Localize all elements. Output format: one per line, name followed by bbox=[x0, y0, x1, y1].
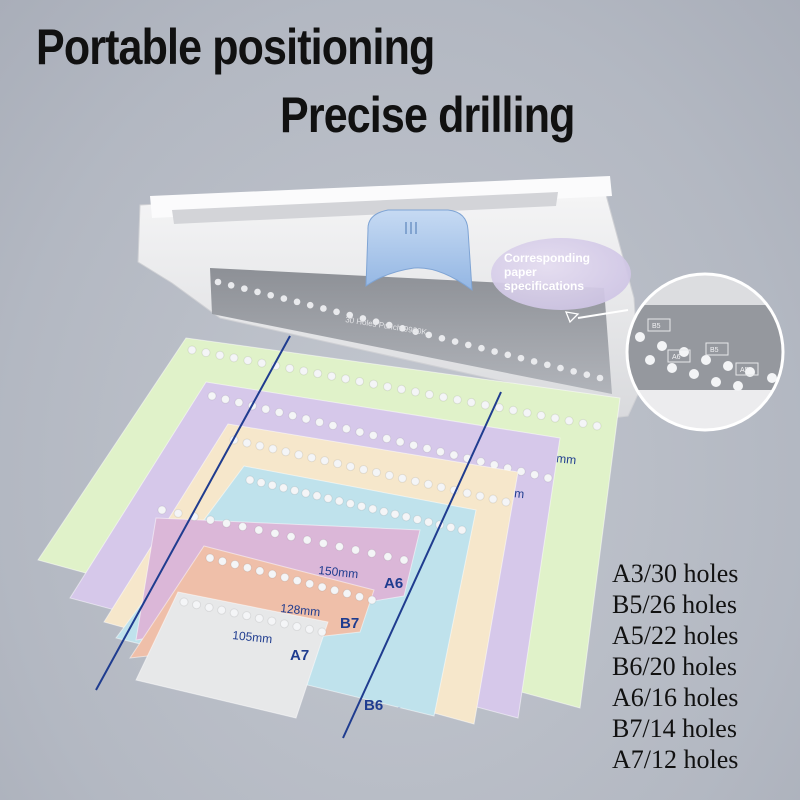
punch-holes bbox=[229, 435, 511, 507]
punch-holes bbox=[179, 597, 327, 637]
spec-item-b7: B7/14 holes bbox=[612, 714, 737, 743]
headline-line-1: Portable positioning bbox=[36, 19, 435, 75]
paper-sheets: 297mmA4257mmB5210mmA5166mmB6150mmA6128mm… bbox=[37, 337, 621, 725]
spec-item-a3: A3/30 holes bbox=[612, 559, 739, 588]
pointer-triangle-icon bbox=[564, 311, 580, 324]
punch-holes bbox=[187, 345, 602, 431]
punch-holes bbox=[205, 553, 377, 605]
sheet-width-label: 105mm bbox=[232, 628, 273, 646]
spec-item-a6: A6/16 holes bbox=[612, 683, 739, 712]
zoom-inset: B5 A6 B5 A5 bbox=[577, 272, 785, 432]
zoom-tag-1: B5 bbox=[652, 323, 661, 330]
hole-guide-plate bbox=[210, 268, 612, 394]
guide-holes bbox=[214, 278, 604, 382]
headline-line-2: Precise drilling bbox=[280, 87, 575, 143]
spec-item-b6: B6/20 holes bbox=[612, 652, 737, 681]
sheet-size-label: B6 bbox=[364, 697, 383, 714]
alignment-line-left bbox=[95, 335, 291, 691]
sheet-size-label: B7 bbox=[340, 615, 359, 632]
sheet-size-label: A6 bbox=[384, 575, 403, 592]
zoom-tag-4: A5 bbox=[740, 367, 749, 374]
slider-icon[interactable] bbox=[365, 209, 473, 292]
callout-line-3: specifications bbox=[504, 279, 584, 293]
spec-item-b5: B5/26 holes bbox=[612, 590, 737, 619]
sheet-size-label: A7 bbox=[290, 647, 309, 664]
spec-item-a5: A5/22 holes bbox=[612, 621, 739, 650]
punch-holes bbox=[157, 505, 409, 565]
alignment-line-right bbox=[342, 391, 502, 739]
callout-line-1: Corresponding bbox=[504, 251, 590, 265]
callout-line-2: paper bbox=[504, 265, 537, 279]
punch-holes bbox=[245, 475, 467, 535]
zoom-tag-3: B5 bbox=[710, 347, 719, 354]
zoom-tag-2: A6 bbox=[672, 354, 681, 361]
callout-bubble: Corresponding paper specifications bbox=[491, 238, 631, 324]
hole-punch-device: 30 Holes Punch-9930K bbox=[137, 176, 641, 419]
spec-item-a7: A7/12 holes bbox=[612, 745, 739, 774]
hole-spec-list: A3/30 holes B5/26 holes A5/22 holes B6/2… bbox=[612, 558, 738, 775]
sheet-width-label: 150mm bbox=[318, 563, 359, 581]
